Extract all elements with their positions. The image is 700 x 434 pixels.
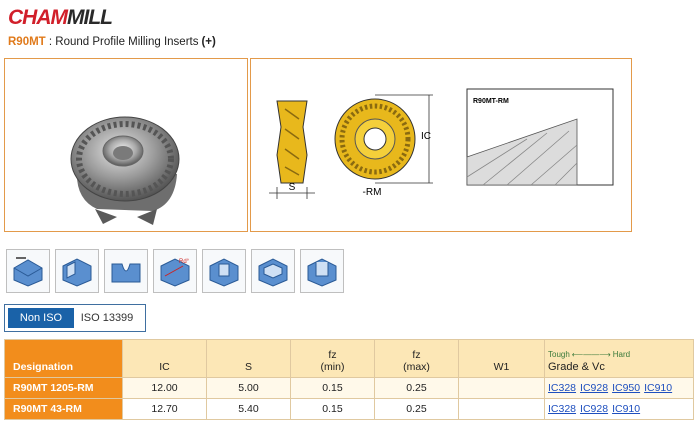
col-grade: Tough⟵——⟶Hard Grade & Vc [544,339,694,378]
logo-part-cham: CHAM [8,6,68,29]
iso-13399-tab[interactable]: ISO 13399 [80,312,134,324]
col-ic: IC [122,339,207,378]
row-ic: 12.00 [122,377,207,399]
operation-icons-row: Rd° [6,249,344,293]
col-fz-max-qualifier: (max) [403,361,430,373]
insert-3d-image [70,116,180,225]
technical-drawing: S IC -RM R90MT-RM [269,88,614,199]
dim-ic-label: IC [421,131,431,142]
col-fz-min: fz(min) [290,339,375,378]
title-separator: : [45,36,56,48]
col-fz-min-symbol: fz [328,349,337,361]
technical-drawing-panel: S IC -RM R90MT-RM [250,58,632,232]
table-header-row: Designation IC S fz(min) fz(max) W1 Toug… [4,339,694,378]
col-fz-max-symbol: fz [412,349,421,361]
slotting-icon[interactable] [202,249,246,293]
dim-s-label: S [289,182,296,193]
grade-link[interactable]: IC950 [612,382,641,394]
ramp-angle-label: Rd° [179,259,190,265]
hard-label: Hard [612,350,631,359]
brand-logo: CHAMMILL [8,6,113,29]
row-w1 [458,398,545,420]
grade-link[interactable]: IC328 [548,403,577,415]
row-designation[interactable]: R90MT 43-RM [4,398,123,420]
face-milling-icon[interactable] [6,249,50,293]
row-designation[interactable]: R90MT 1205-RM [4,377,123,399]
col-designation: Designation [4,339,123,378]
expand-plus-button[interactable]: (+) [201,36,216,48]
logo-part-mill: MILL [67,6,113,29]
product-code: R90MT [8,36,46,48]
product-family-title: Round Profile Milling Inserts [55,36,199,48]
col-s: S [206,339,291,378]
row-fz-max: 0.25 [374,377,459,399]
square-shoulder-icon[interactable] [55,249,99,293]
row-fz-min: 0.15 [290,377,375,399]
view-label: -RM [363,187,382,198]
row-w1 [458,377,545,399]
insert-3d-image-panel [4,58,248,232]
standard-toggle: Non ISO ISO 13399 [4,304,146,332]
row-ic: 12.70 [122,398,207,420]
table-row[interactable]: R90MT 1205-RM 12.00 5.00 0.15 0.25 IC328… [4,377,694,399]
profile-label: R90MT-RM [473,98,509,105]
grade-link[interactable]: IC928 [580,403,609,415]
scale-arrow-icon: ⟵——⟶ [571,350,611,359]
ramping-icon[interactable]: Rd° [153,249,197,293]
grade-link[interactable]: IC328 [548,382,577,394]
specs-table: Designation IC S fz(min) fz(max) W1 Toug… [4,339,694,420]
plunging-icon[interactable] [300,249,344,293]
non-iso-tab[interactable]: Non ISO [8,308,74,328]
pocketing-icon[interactable] [251,249,295,293]
col-fz-max: fz(max) [374,339,459,378]
col-fz-min-qualifier: (min) [320,361,345,373]
row-fz-max: 0.25 [374,398,459,420]
row-s: 5.00 [206,377,291,399]
profiling-icon[interactable] [104,249,148,293]
grade-link[interactable]: IC910 [644,382,673,394]
tough-label: Tough [548,350,570,359]
grade-vc-label: Grade & Vc [548,361,605,373]
row-s: 5.40 [206,398,291,420]
tough-hard-scale: Tough⟵——⟶Hard [548,350,693,359]
col-w1: W1 [458,339,545,378]
row-fz-min: 0.15 [290,398,375,420]
grade-link[interactable]: IC910 [612,403,641,415]
grade-link[interactable]: IC928 [580,382,609,394]
page-title: R90MT : Round Profile Milling Inserts(+) [8,36,216,48]
